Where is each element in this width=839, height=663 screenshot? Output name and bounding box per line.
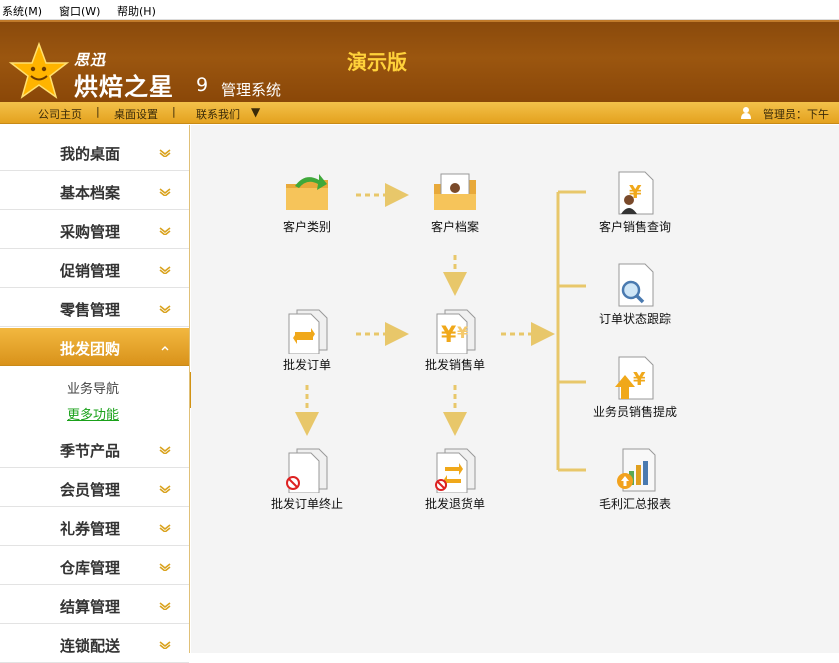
sidebar-item-label: 零售管理 — [60, 301, 121, 319]
sidebar-item-warehouse[interactable]: 仓库管理 — [0, 547, 189, 585]
chevron-down-icon — [159, 446, 171, 454]
menu-help[interactable]: 帮助(H) — [117, 5, 156, 18]
sidebar-item-label: 连锁配送 — [60, 637, 121, 655]
yuan-document-icon: ¥ ¥ — [436, 309, 476, 354]
report-chart-icon — [617, 448, 656, 492]
sidebar: 我的桌面 基本档案 采购管理 促销管理 零售管理 批发团购 业务导航 更多功能 … — [0, 125, 190, 663]
user-icon — [741, 107, 751, 119]
sidebar-item-coupons[interactable]: 礼券管理 — [0, 508, 189, 546]
sidebar-item-wholesale[interactable]: 批发团购 — [0, 328, 189, 366]
menu-system[interactable]: 系统(M) — [2, 5, 43, 18]
sidebar-item-basic-files[interactable]: 基本档案 — [0, 172, 189, 210]
flow-item-label: 批发退货单 — [424, 497, 485, 511]
flow-item-label: 客户销售查询 — [598, 220, 671, 234]
chevron-down-icon — [159, 602, 171, 610]
toolbar-separator: | — [96, 105, 100, 118]
sidebar-item-chain-delivery[interactable]: 连锁配送 — [0, 625, 189, 663]
menu-bar: 系统(M) 窗口(W) 帮助(H) — [0, 0, 839, 20]
chevron-up-icon — [161, 346, 169, 351]
link-contact[interactable]: 联系我们 — [196, 108, 240, 121]
edition-label: 演示版 — [347, 50, 407, 74]
sidebar-item-seasonal[interactable]: 季节产品 — [0, 430, 189, 468]
document-stop-icon — [286, 448, 328, 493]
document-exchange-icon — [288, 309, 328, 354]
flow-item-wholesale-order[interactable]: 批发订单 — [257, 308, 357, 378]
flow-item-order-status-track[interactable]: 订单状态跟踪 — [585, 262, 685, 332]
sidebar-item-label: 会员管理 — [60, 481, 121, 499]
yuan-up-arrow-icon: ¥ — [615, 356, 654, 400]
brand-small: 思迅 — [74, 51, 107, 69]
sidebar-item-label: 仓库管理 — [60, 559, 121, 577]
flow-item-customer-file[interactable]: 客户档案 — [405, 170, 505, 240]
chevron-down-icon — [159, 305, 171, 313]
star-logo-icon — [8, 42, 70, 99]
sidebar-item-retail[interactable]: 零售管理 — [0, 289, 189, 327]
flow-item-gross-profit-report[interactable]: 毛利汇总报表 — [585, 447, 685, 517]
sidebar-item-label: 批发团购 — [60, 340, 121, 358]
sidebar-item-my-desktop[interactable]: 我的桌面 — [0, 133, 189, 171]
chevron-down-icon — [159, 188, 171, 196]
flow-item-label: 批发销售单 — [424, 358, 485, 372]
brand-subtitle: 管理系统 — [221, 81, 282, 99]
chevron-down-icon — [159, 641, 171, 649]
chevron-down-icon[interactable]: ▼ — [251, 105, 261, 119]
flow-item-salesperson-commission[interactable]: ¥ 业务员销售提成 — [585, 355, 685, 425]
flow-item-label: 毛利汇总报表 — [598, 497, 671, 511]
flow-item-label: 批发订单终止 — [270, 497, 343, 511]
sidebar-item-label: 采购管理 — [60, 223, 121, 241]
app-header: 思迅 烘焙之星 9 管理系统 演示版 — [0, 20, 839, 102]
sidebar-item-label: 礼券管理 — [60, 520, 121, 538]
flow-item-customer-category[interactable]: 客户类别 — [257, 170, 357, 240]
sub-item-more-functions[interactable]: 更多功能 — [67, 408, 120, 423]
link-desktop-settings[interactable]: 桌面设置 — [114, 108, 158, 121]
brand-version: 9 — [196, 74, 209, 96]
menu-window[interactable]: 窗口(W) — [59, 5, 101, 18]
top-toolbar: 公司主页 | 桌面设置 | 联系我们 ▼ 管理员：下午 — [0, 102, 839, 124]
flow-item-customer-sales-query[interactable]: ¥ 客户销售查询 — [585, 170, 685, 240]
sidebar-item-label: 基本档案 — [60, 184, 121, 202]
sidebar-item-purchase[interactable]: 采购管理 — [0, 211, 189, 249]
flow-arrows — [295, 183, 586, 472]
flow-item-wholesale-sales[interactable]: ¥ ¥ 批发销售单 — [405, 308, 505, 378]
chevron-down-icon — [159, 266, 171, 274]
chevron-down-icon — [159, 485, 171, 493]
sidebar-item-label: 促销管理 — [60, 262, 121, 280]
flow-item-label: 订单状态跟踪 — [598, 312, 671, 326]
flow-item-label: 业务员销售提成 — [592, 405, 677, 419]
sidebar-item-label: 我的桌面 — [60, 145, 121, 163]
svg-text:¥: ¥ — [457, 323, 468, 342]
sidebar-item-label: 结算管理 — [60, 598, 121, 616]
flow-item-wholesale-return[interactable]: 批发退货单 — [405, 447, 505, 517]
svg-text:¥: ¥ — [441, 323, 457, 348]
flow-item-wholesale-order-terminate[interactable]: 批发订单终止 — [257, 447, 357, 517]
brand-title: 烘焙之星 — [74, 73, 174, 101]
sidebar-item-label: 季节产品 — [60, 442, 121, 460]
folder-person-icon — [434, 173, 476, 210]
flow-item-label: 批发订单 — [282, 358, 331, 372]
document-return-icon — [435, 448, 476, 493]
document-search-icon — [618, 263, 654, 307]
link-homepage[interactable]: 公司主页 — [38, 108, 82, 121]
chevron-down-icon — [159, 563, 171, 571]
flow-item-label: 客户档案 — [430, 220, 479, 234]
chevron-down-icon — [159, 524, 171, 532]
workflow-panel: 客户类别 客户档案 批发订单 ¥ ¥ 批发销售单 — [191, 125, 839, 653]
svg-text:¥: ¥ — [633, 369, 646, 390]
chevron-down-icon — [159, 227, 171, 235]
sidebar-item-settlement[interactable]: 结算管理 — [0, 586, 189, 624]
sidebar-item-promotion[interactable]: 促销管理 — [0, 250, 189, 288]
admin-label: 管理员：下午 — [763, 108, 829, 121]
sidebar-item-members[interactable]: 会员管理 — [0, 469, 189, 507]
folder-return-icon — [286, 174, 328, 210]
chevron-down-icon — [159, 149, 171, 157]
toolbar-separator: | — [172, 105, 176, 118]
sub-item-business-nav[interactable]: 业务导航 — [67, 382, 120, 397]
customer-yuan-icon: ¥ — [618, 171, 654, 215]
flow-item-label: 客户类别 — [282, 220, 331, 234]
